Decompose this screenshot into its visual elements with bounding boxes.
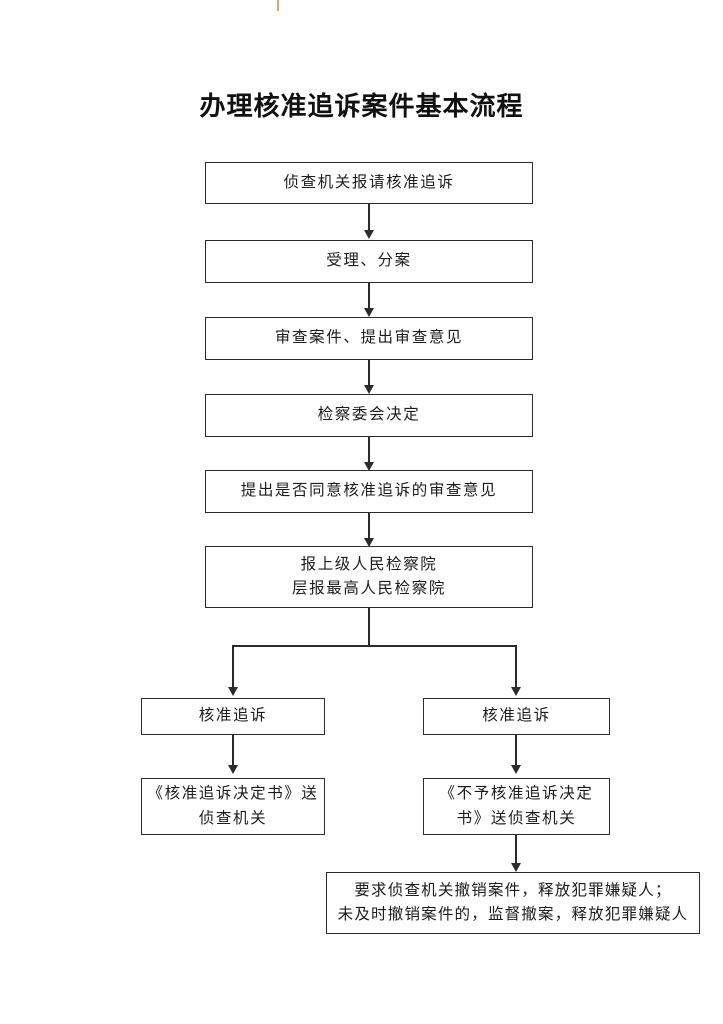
node-label-line1: 报上级人民检察院 — [300, 555, 438, 573]
flow-node-committee-decision[interactable]: 检察委会决定 — [205, 394, 533, 437]
edge-n3-n4-line — [368, 360, 370, 388]
node-label-line2: 层报最高人民检察院 — [292, 580, 446, 597]
scan-artifact-mark — [277, 0, 279, 11]
edge-n2-n3-line — [368, 283, 370, 311]
node-label: 核准追诉 — [482, 707, 551, 725]
flow-node-review-case[interactable]: 审查案件、提出审查意见 — [205, 317, 533, 360]
flow-node-not-approved[interactable]: 核准追诉 — [423, 698, 610, 735]
flow-node-withdraw-and-release[interactable]: 要求侦查机关撤销案件，释放犯罪嫌疑人； 未及时撤销案件的，监督撤案，释放犯罪嫌疑… — [326, 872, 700, 934]
edge-fork-stem — [368, 608, 370, 646]
flow-node-send-approval-decision[interactable]: 《核准追诉决定书》送 侦查机关 — [141, 778, 325, 835]
flow-node-report-request[interactable]: 侦查机关报请核准追诉 — [205, 162, 533, 204]
node-label-line2: 侦查机关 — [198, 809, 268, 827]
flow-node-approved[interactable]: 核准追诉 — [141, 698, 325, 735]
node-label-line2: 未及时撤销案件的，监督撤案，释放犯罪嫌疑人 — [337, 906, 689, 923]
flow-node-consent-opinion[interactable]: 提出是否同意核准追诉的审查意见 — [205, 470, 533, 513]
edge-n3-n4-arrow — [364, 385, 374, 394]
node-label-line1: 《不予核准追诉决定 — [439, 785, 594, 803]
edge-fork-right-arrow — [511, 687, 521, 696]
flow-node-send-denial-decision[interactable]: 《不予核准追诉决定 书》送侦查机关 — [423, 778, 610, 835]
edge-n5-n6-arrow — [364, 538, 374, 547]
node-label-line1: 要求侦查机关撤销案件，释放犯罪嫌疑人； — [354, 881, 672, 899]
flow-node-accept-assign[interactable]: 受理、分案 — [205, 240, 533, 283]
edge-n10-n11-arrow — [511, 863, 521, 872]
edge-n8-n10-line — [515, 735, 517, 765]
edge-n4-n5-line — [368, 437, 370, 465]
edge-fork-bar — [232, 645, 516, 647]
flow-node-report-upper-procuratorate[interactable]: 报上级人民检察院 层报最高人民检察院 — [205, 546, 533, 608]
edge-n10-n11-line — [515, 835, 517, 865]
edge-n8-n10-arrow — [511, 765, 521, 774]
edge-fork-left-arrow — [228, 687, 238, 696]
edge-n5-n6-line — [368, 513, 370, 541]
edge-n7-n9-arrow — [228, 765, 238, 774]
node-label-line2: 书》送侦查机关 — [456, 809, 577, 827]
edge-n2-n3-arrow — [364, 308, 374, 317]
node-label: 侦查机关报请核准追诉 — [283, 173, 455, 191]
node-label: 核准追诉 — [198, 707, 268, 725]
node-label: 审查案件、提出审查意见 — [274, 329, 464, 347]
node-label: 受理、分案 — [326, 252, 412, 270]
edge-n7-n9-line — [232, 735, 234, 765]
node-label: 提出是否同意核准追诉的审查意见 — [240, 482, 498, 500]
edge-fork-left-drop — [232, 645, 234, 690]
page-title: 办理核准追诉案件基本流程 — [199, 91, 524, 121]
node-label-line1: 《核准追诉决定书》送 — [147, 785, 319, 803]
edge-n1-n2-line — [368, 204, 370, 232]
node-label: 检察委会决定 — [317, 406, 421, 424]
edge-fork-right-drop — [515, 645, 517, 690]
edge-n1-n2-arrow — [364, 230, 374, 239]
edge-n4-n5-arrow — [364, 462, 374, 471]
